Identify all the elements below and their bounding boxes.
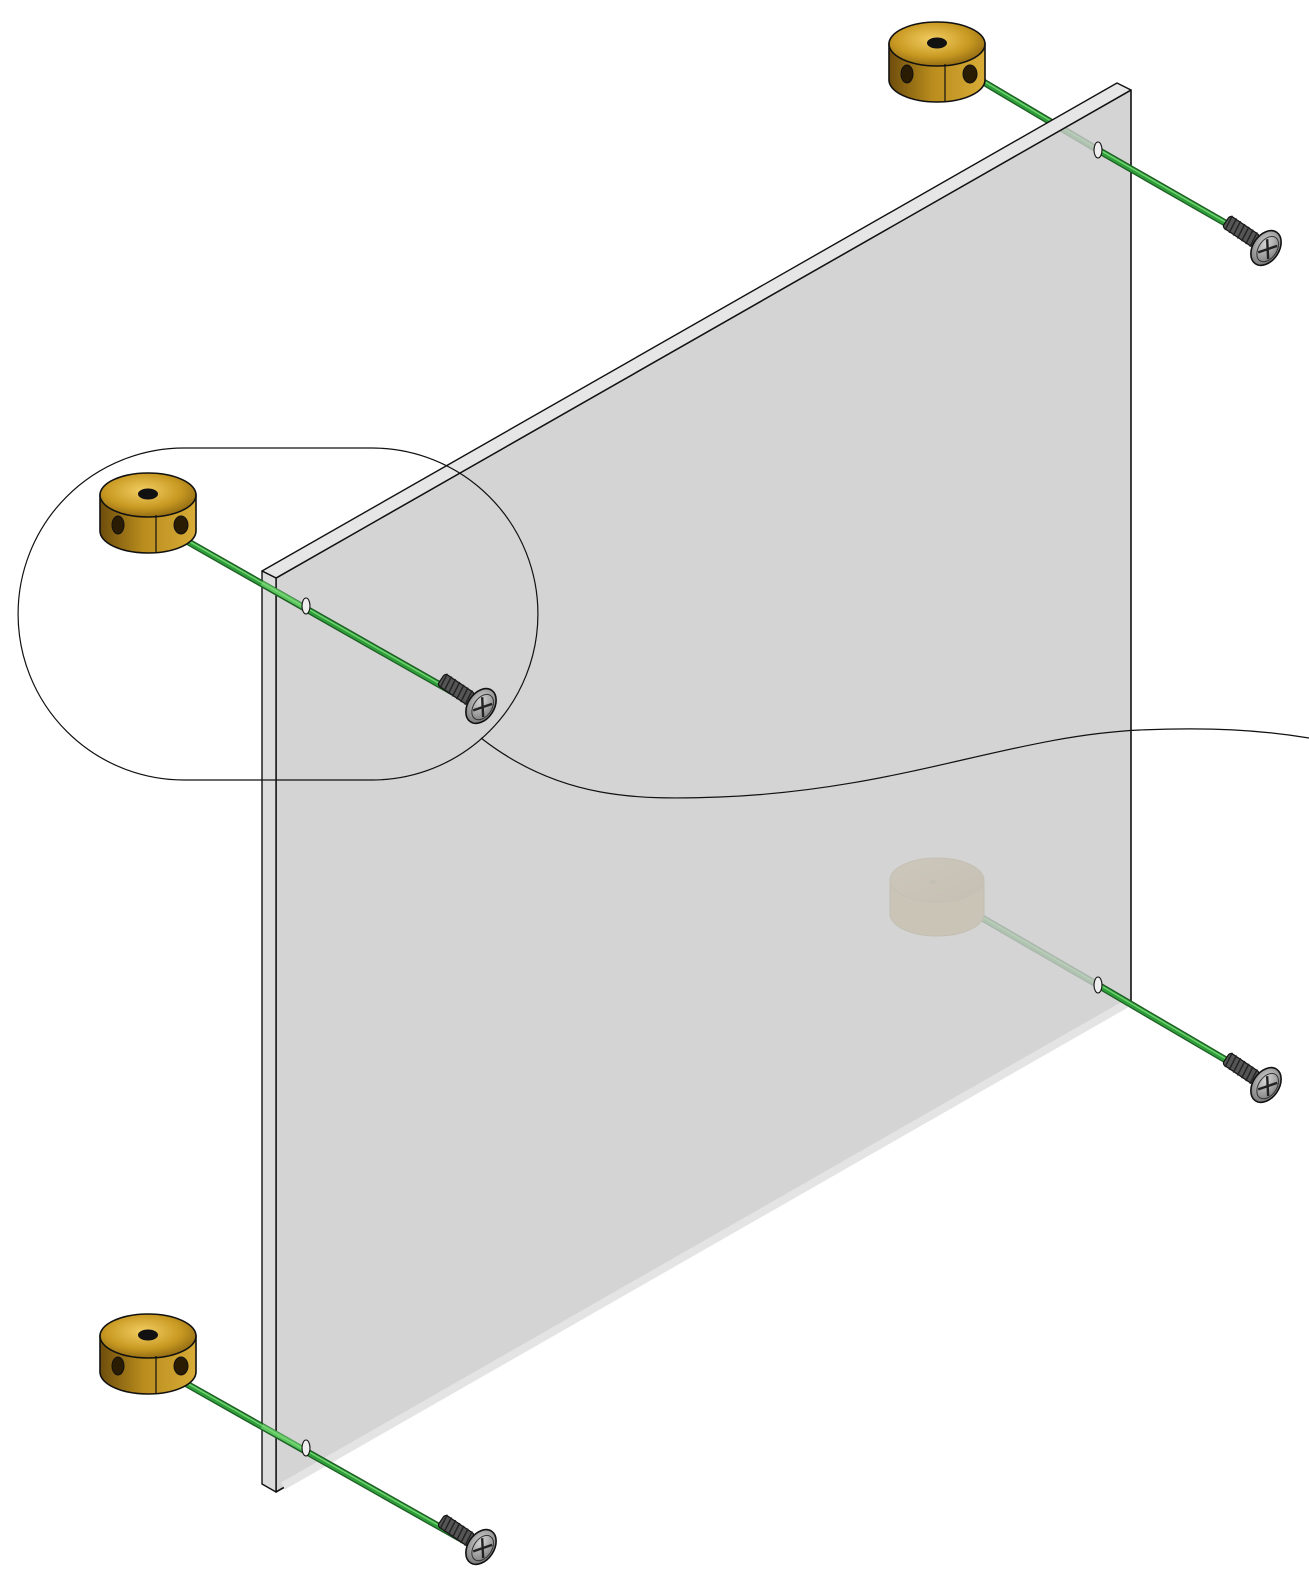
screw-lower-left-thread-line — [443, 1517, 453, 1533]
screw-lower-left-shank — [437, 1514, 497, 1566]
panel-hole-mid-right — [1093, 976, 1103, 994]
standoff-upper-left-top-hole — [138, 488, 158, 500]
screw-top-right-slot-b — [1257, 244, 1278, 254]
screw-top-right-thread-line — [1228, 218, 1238, 234]
screw-upper-left-shank — [437, 673, 497, 725]
screw-top-right-head-rim — [1256, 235, 1279, 263]
screw-mid-right-shank — [1222, 1052, 1282, 1104]
screw-mid-right-thread-line — [1236, 1060, 1246, 1076]
screw-upper-left-thread-line — [456, 684, 465, 700]
rod-left-upper-highlight — [184, 538, 471, 702]
screw-mid-right-thread-line — [1245, 1066, 1254, 1082]
standoff-lower-left — [99, 1313, 197, 1395]
panel-hole-top-right — [1093, 141, 1103, 159]
detail-callout-outline — [17, 447, 1309, 799]
screw-upper-left-thread-line — [451, 681, 461, 697]
screw-lower-left-thread-line — [464, 1531, 473, 1547]
screw-upper-left-slot-b — [472, 702, 493, 712]
screw-top-right-thread-line — [1249, 232, 1258, 248]
screw-mid-right-thread-line — [1241, 1063, 1250, 1079]
standoff-top-right-top-hole — [927, 37, 947, 49]
screw-mid-right-thread-line — [1232, 1057, 1242, 1073]
panel-left-edge — [261, 570, 277, 1493]
rod-left-lower — [182, 1380, 473, 1547]
screw-lower-left-thread-line — [456, 1525, 465, 1541]
screw-lower-left-thread-line — [439, 1514, 448, 1530]
standoff-lower-left-top-hole — [138, 1329, 158, 1341]
screw-top-right-shank — [1222, 215, 1282, 267]
screw-top-right-thread-line — [1232, 220, 1242, 236]
screw-upper-left — [437, 673, 497, 725]
screw-mid-right-thread-line — [1224, 1052, 1233, 1068]
screw-top-right-thread-line — [1236, 223, 1246, 239]
screw-mid-right-head-rim — [1256, 1072, 1279, 1100]
standoff-top-right-side-hole-left — [900, 64, 914, 84]
panel-plate — [261, 82, 1132, 1493]
screw-lower-left-thread-line — [451, 1522, 461, 1538]
screw-upper-left-thread-line — [447, 678, 457, 694]
screw-mid-right — [1222, 1052, 1282, 1104]
rod-left-upper-glint — [260, 580, 308, 611]
screw-mid-right-thread-line — [1249, 1069, 1258, 1085]
screw-lower-left-slot-b — [472, 1543, 493, 1553]
standoff-top-right — [888, 21, 986, 103]
panel-hole-lower-left — [301, 1439, 311, 1457]
panel-front-face — [275, 89, 1132, 1493]
screw-lower-left-thread-line — [460, 1528, 469, 1544]
screw-upper-left-thread-line — [443, 676, 453, 692]
standoff-lower-left-side-hole-right — [173, 1356, 189, 1376]
screw-lower-left — [437, 1514, 497, 1566]
screw-top-right-thread-line — [1224, 215, 1233, 231]
standoff-upper-left-side-hole-right — [173, 515, 189, 535]
screw-top-right — [1222, 215, 1282, 267]
screw-upper-left-thread-line — [464, 690, 473, 706]
panel-hole-upper-left — [301, 597, 311, 615]
screw-top-right-thread-line — [1245, 229, 1254, 245]
rod-left-lower-glint — [260, 1423, 308, 1453]
screw-upper-left-thread-line — [439, 673, 448, 689]
standoff-upper-left-side-hole-left — [111, 515, 125, 535]
panel-bottom-highlight — [281, 1000, 1128, 1490]
screw-mid-right-slot-b — [1257, 1081, 1278, 1091]
standoff-lower-left-side-hole-left — [111, 1356, 125, 1376]
rod-left-lower-highlight — [184, 1381, 471, 1544]
screw-lower-left-thread-line — [447, 1519, 457, 1535]
screw-top-right-thread-line — [1241, 226, 1250, 242]
screw-mid-right-thread-line — [1228, 1055, 1238, 1071]
standoff-top-right-side-hole-right — [962, 64, 978, 84]
screw-upper-left-thread-line — [460, 687, 469, 703]
rod-left-upper — [182, 537, 473, 705]
detail-leader-curve — [480, 728, 1309, 799]
front-panel-layer — [99, 141, 1282, 1566]
standoff-upper-left — [99, 472, 197, 554]
